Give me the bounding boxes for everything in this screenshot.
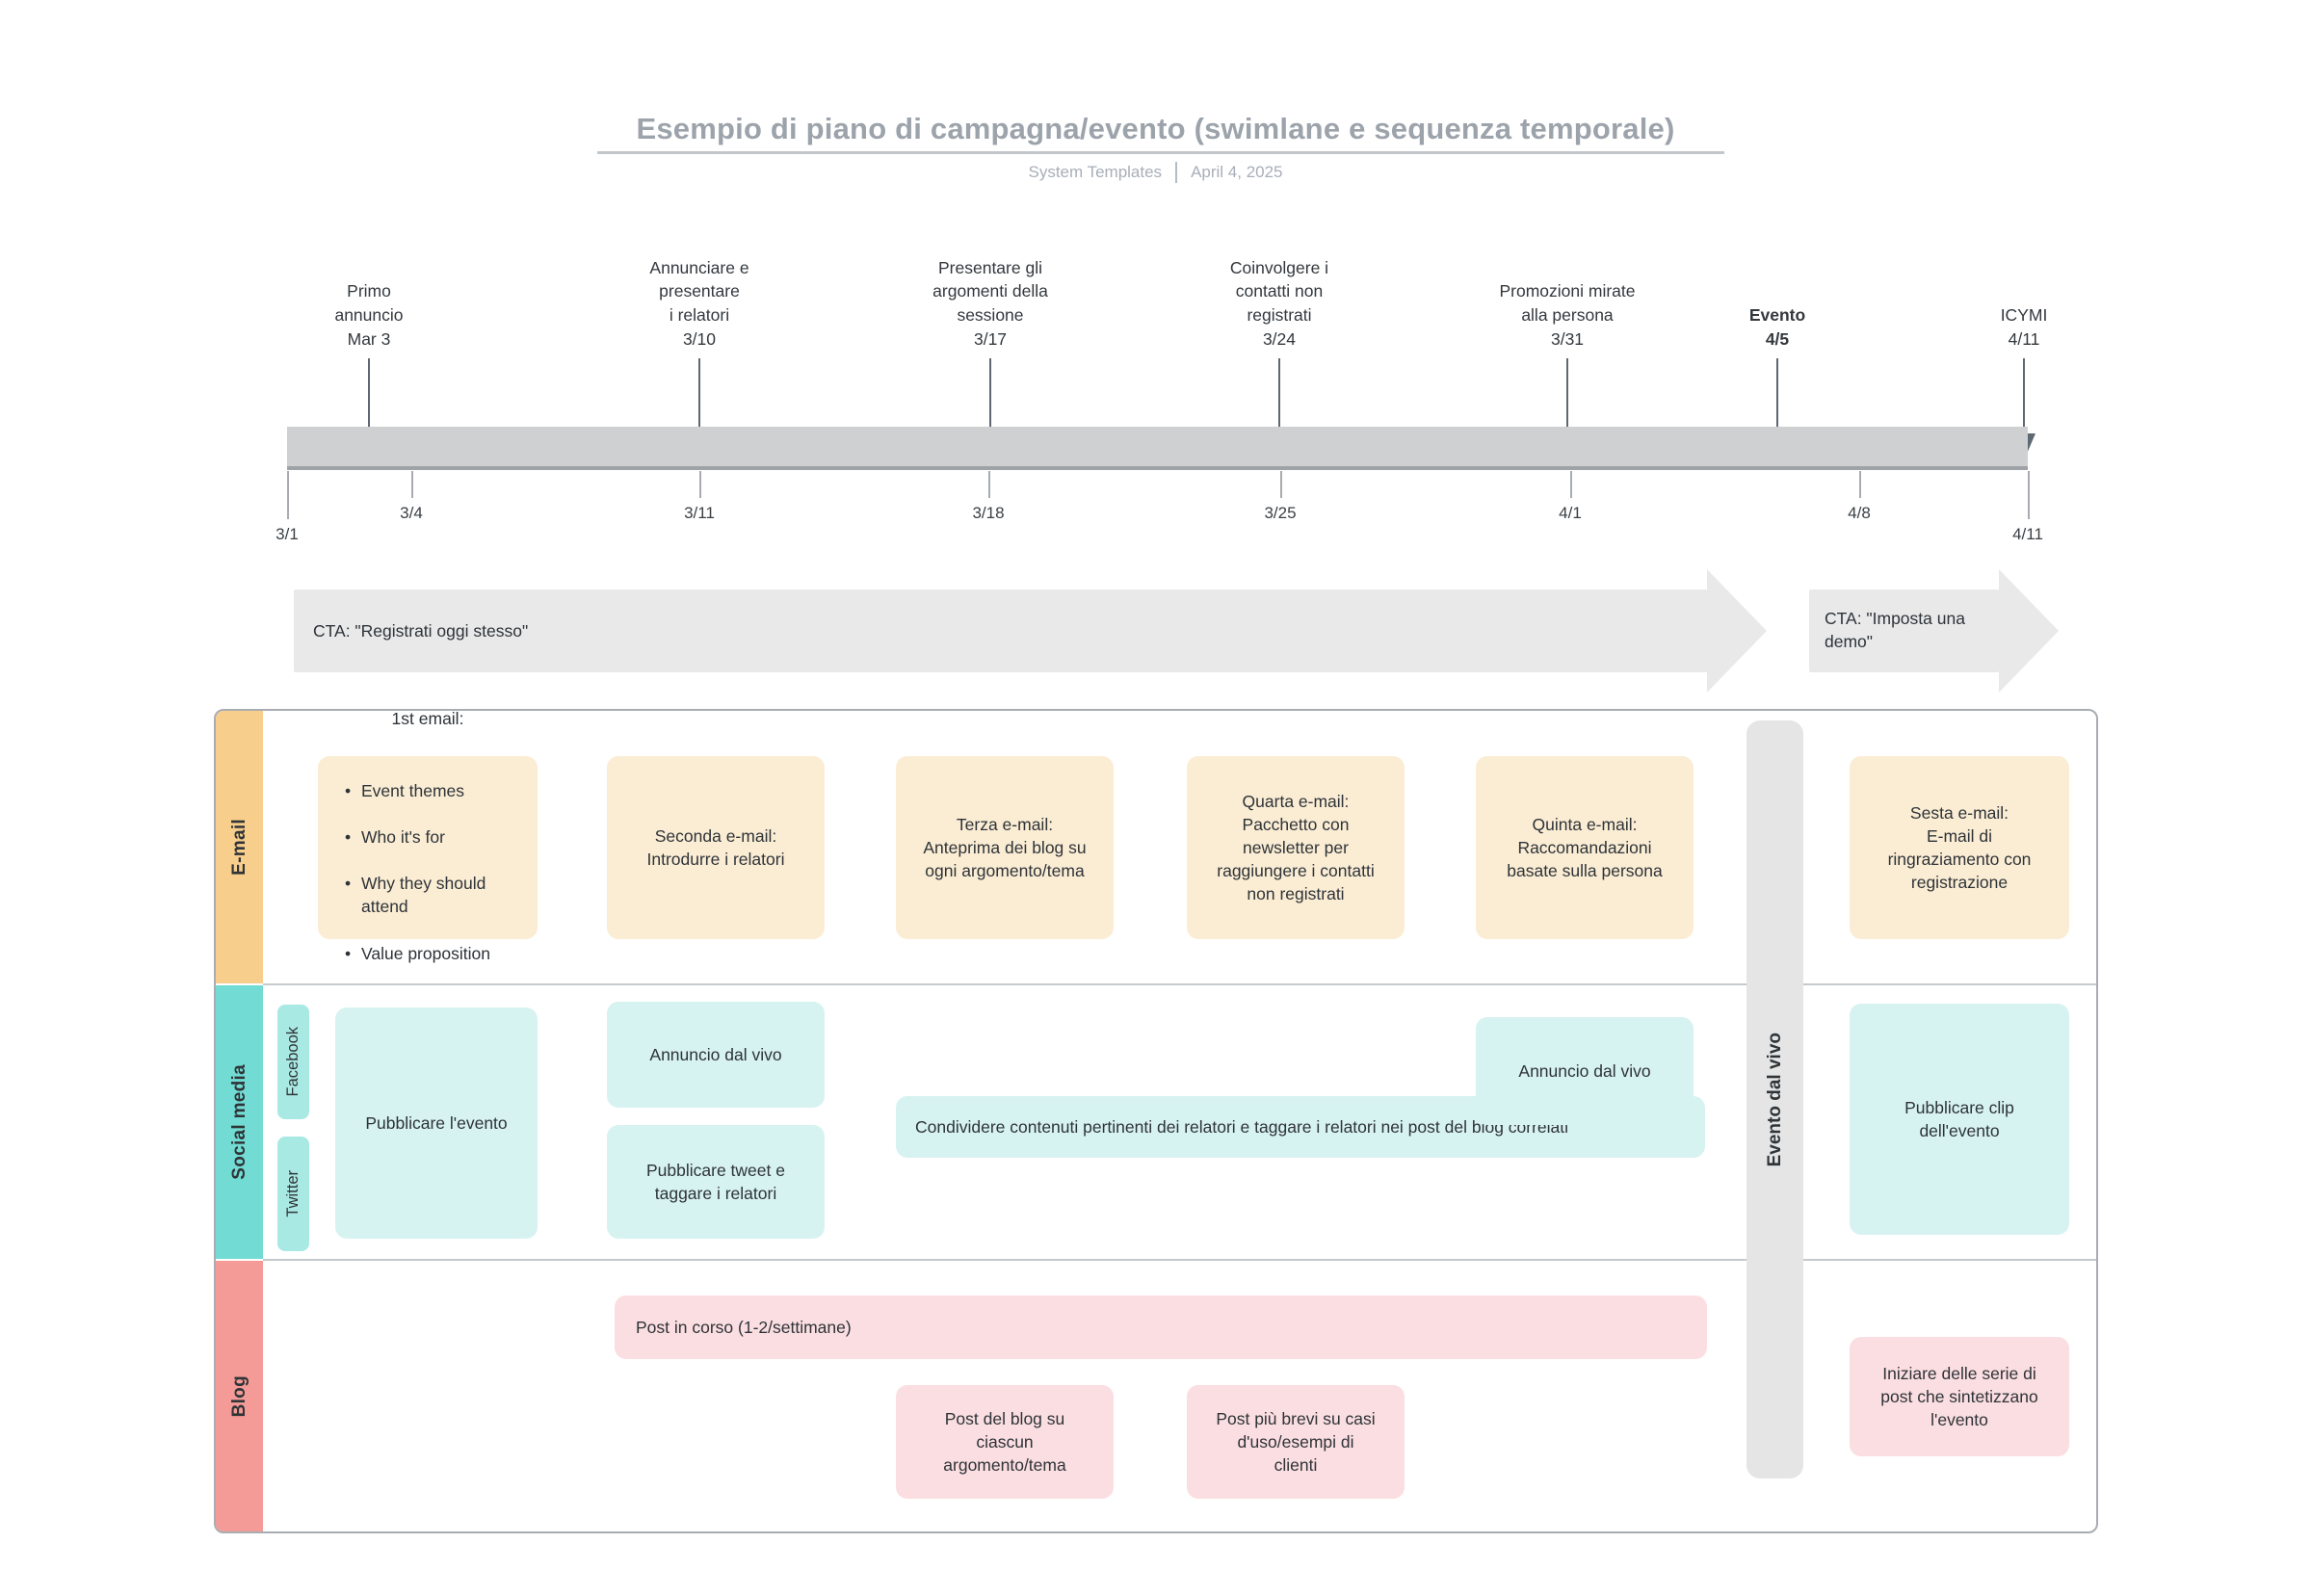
bullet-item: Event themes bbox=[345, 779, 524, 802]
tick-label: 4/8 bbox=[1848, 504, 1871, 522]
live-event-bar-label: Evento dal vivo bbox=[1764, 1032, 1785, 1167]
tick-line bbox=[1280, 471, 1282, 498]
milestone-arrow-line bbox=[1566, 358, 1568, 435]
milestone-label: ICYMI 4/11 bbox=[2000, 305, 2048, 350]
title-underline bbox=[597, 151, 1724, 154]
lane-label-social-media-text: Social media bbox=[228, 1064, 249, 1180]
tick-label: 4/11 bbox=[2012, 525, 2043, 543]
card-tweet-speakers[interactable]: Pubblicare tweet e taggare i relatori bbox=[607, 1125, 825, 1239]
card-live-announcement-2[interactable]: Annuncio dal vivo bbox=[1476, 1017, 1694, 1125]
tick-label: 4/1 bbox=[1559, 504, 1582, 522]
lane-label-blog: Blog bbox=[216, 1261, 263, 1531]
subtitle-date: April 4, 2025 bbox=[1191, 163, 1283, 181]
milestone-primo-annuncio: Primo annuncio Mar 3 bbox=[253, 255, 485, 460]
milestone-annunciare-relatori: Annunciare e presentare i relatori 3/10 bbox=[584, 255, 815, 460]
tick-label: 3/11 bbox=[684, 504, 715, 522]
milestone-label: Coinvolgere i contatti non registrati 3/… bbox=[1229, 257, 1329, 350]
tick-label: 3/1 bbox=[276, 525, 299, 543]
lane-label-blog-text: Blog bbox=[228, 1374, 249, 1418]
tick-line bbox=[411, 471, 413, 498]
sublane-chip-twitter[interactable]: Twitter bbox=[277, 1137, 309, 1251]
card-first-email-heading: 1st email: bbox=[391, 709, 464, 729]
tick-label: 3/18 bbox=[972, 504, 1005, 522]
milestone-label: Promozioni mirate alla persona 3/31 bbox=[1499, 281, 1636, 350]
card-live-announcement-1[interactable]: Annuncio dal vivo bbox=[607, 1002, 825, 1108]
milestone-arrow-line bbox=[368, 358, 370, 435]
sublane-chip-facebook-text: Facebook bbox=[284, 1027, 302, 1097]
milestone-label: Evento 4/5 bbox=[1748, 305, 1806, 350]
sublane-chip-facebook[interactable]: Facebook bbox=[277, 1005, 309, 1119]
milestone-arrow-line bbox=[698, 358, 700, 435]
card-sixth-email[interactable]: Sesta e-mail: E-mail di ringraziamento c… bbox=[1850, 756, 2069, 939]
card-topic-blog-posts[interactable]: Post del blog su ciascun argomento/tema bbox=[896, 1385, 1114, 1499]
cta-demo-arrowhead-icon bbox=[1999, 569, 2059, 693]
milestone-label: Presentare gli argomenti della sessione … bbox=[932, 257, 1048, 350]
card-third-email[interactable]: Terza e-mail: Anteprima dei blog su ogni… bbox=[896, 756, 1114, 939]
card-first-email-bullets: Event themes Who it's for Why they shoul… bbox=[331, 755, 524, 987]
page-title: Esempio di piano di campagna/evento (swi… bbox=[636, 112, 1675, 145]
live-event-bar[interactable]: Evento dal vivo bbox=[1746, 720, 1803, 1478]
tick-line bbox=[699, 471, 701, 498]
tick-line bbox=[2028, 471, 2030, 519]
milestone-evento: Evento 4/5 bbox=[1662, 255, 1893, 460]
milestone-label: Annunciare e presentare i relatori 3/10 bbox=[649, 257, 749, 350]
milestone-arrow-line bbox=[1278, 358, 1280, 435]
tick-line bbox=[988, 471, 990, 498]
lane-label-email: E-mail bbox=[216, 711, 263, 983]
card-second-email[interactable]: Seconda e-mail: Introdurre i relatori bbox=[607, 756, 825, 939]
card-short-posts[interactable]: Post più brevi su casi d'uso/esempi di c… bbox=[1187, 1385, 1405, 1499]
lane-divider-email-social bbox=[263, 983, 2096, 985]
cta-register-label: CTA: "Registrati oggi stesso" bbox=[313, 620, 529, 641]
milestone-promozioni-mirate: Promozioni mirate alla persona 3/31 bbox=[1452, 255, 1683, 460]
cta-register-arrowhead-icon bbox=[1707, 569, 1767, 693]
milestone-icymi: ICYMI 4/11 bbox=[1908, 255, 2140, 460]
milestone-arrow-line bbox=[2023, 358, 2025, 435]
card-recap-series[interactable]: Iniziare delle serie di post che sinteti… bbox=[1850, 1337, 2069, 1456]
subtitle: System Templates April 4, 2025 bbox=[0, 162, 2311, 183]
bullet-item: Value proposition bbox=[345, 942, 524, 965]
tick-label: 3/4 bbox=[400, 504, 423, 522]
lane-label-email-text: E-mail bbox=[228, 819, 249, 876]
milestone-arrow-line bbox=[1776, 358, 1778, 435]
lane-divider-social-blog bbox=[263, 1259, 2096, 1261]
cta-demo-label: CTA: "Imposta una demo" bbox=[1825, 609, 1965, 651]
tick-line bbox=[287, 471, 289, 519]
cta-register-body[interactable]: CTA: "Registrati oggi stesso" bbox=[294, 589, 1707, 672]
milestone-presentare-argomenti: Presentare gli argomenti della sessione … bbox=[875, 255, 1106, 460]
card-fifth-email[interactable]: Quinta e-mail: Raccomandazioni basate su… bbox=[1476, 756, 1694, 939]
cta-demo-body[interactable]: CTA: "Imposta una demo" bbox=[1809, 589, 1999, 672]
timeline-bar bbox=[287, 427, 2028, 470]
lane-label-social-media: Social media bbox=[216, 985, 263, 1259]
sublane-chip-twitter-text: Twitter bbox=[284, 1170, 302, 1217]
tick-line bbox=[1859, 471, 1861, 498]
tick-label: 3/25 bbox=[1264, 504, 1297, 522]
subtitle-byline: System Templates bbox=[1028, 163, 1163, 181]
card-publish-event-clips[interactable]: Pubblicare clip dell'evento bbox=[1850, 1004, 2069, 1235]
milestone-coinvolgere-contatti: Coinvolgere i contatti non registrati 3/… bbox=[1164, 255, 1395, 460]
tick-line bbox=[1570, 471, 1572, 498]
card-publish-event[interactable]: Pubblicare l'evento bbox=[335, 1007, 538, 1239]
milestone-arrow-line bbox=[989, 358, 991, 435]
card-first-email[interactable]: 1st email: Event themes Who it's for Why… bbox=[318, 709, 538, 965]
card-fourth-email[interactable]: Quarta e-mail: Pacchetto con newsletter … bbox=[1187, 756, 1405, 939]
card-ongoing-posts[interactable]: Post in corso (1-2/settimane) bbox=[615, 1295, 1707, 1359]
bullet-item: Who it's for bbox=[345, 825, 524, 849]
subtitle-separator bbox=[1175, 162, 1178, 183]
milestone-label: Primo annuncio Mar 3 bbox=[334, 281, 404, 350]
bullet-item: Why they should attend bbox=[345, 872, 524, 918]
